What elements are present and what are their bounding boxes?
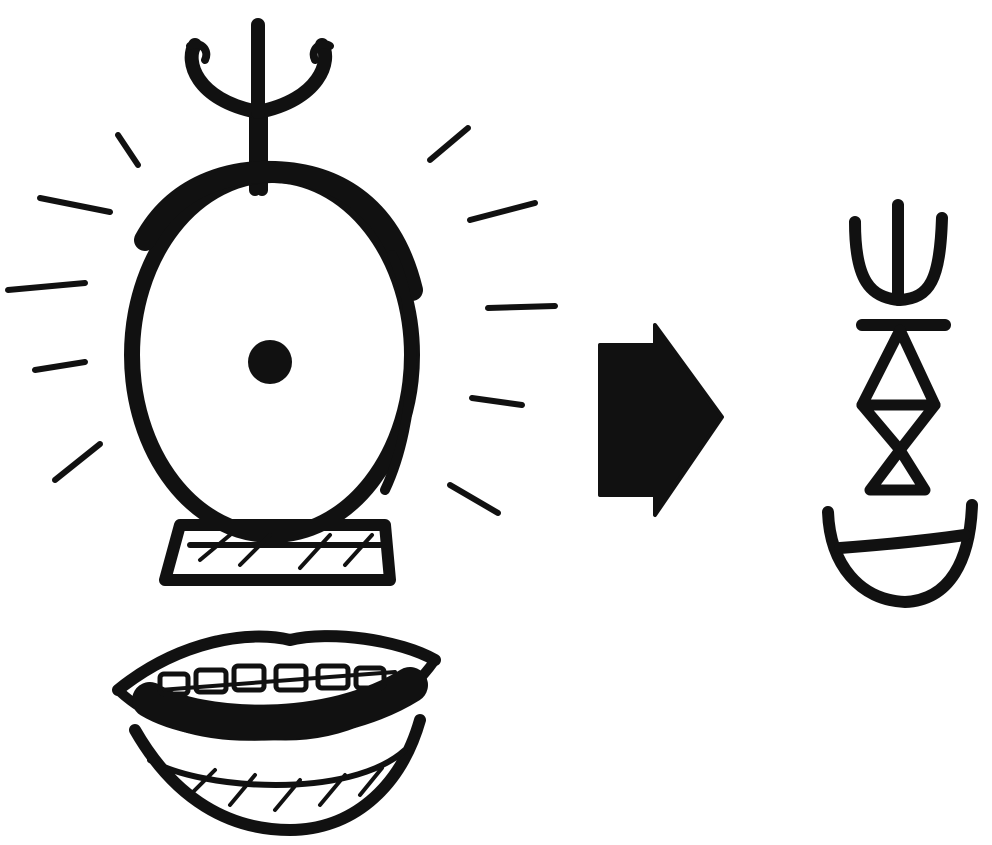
open-mouth-icon <box>118 636 435 830</box>
radiance-rays <box>8 128 555 513</box>
pictorial-panel <box>8 25 555 830</box>
abstract-trident-icon <box>855 205 942 300</box>
transformation-arrow-icon <box>600 325 722 515</box>
double-diamond-icon <box>862 330 935 490</box>
arc-bowl-icon <box>828 505 972 602</box>
abstract-sign-panel <box>828 205 972 602</box>
radiant-disc-icon <box>132 172 412 535</box>
